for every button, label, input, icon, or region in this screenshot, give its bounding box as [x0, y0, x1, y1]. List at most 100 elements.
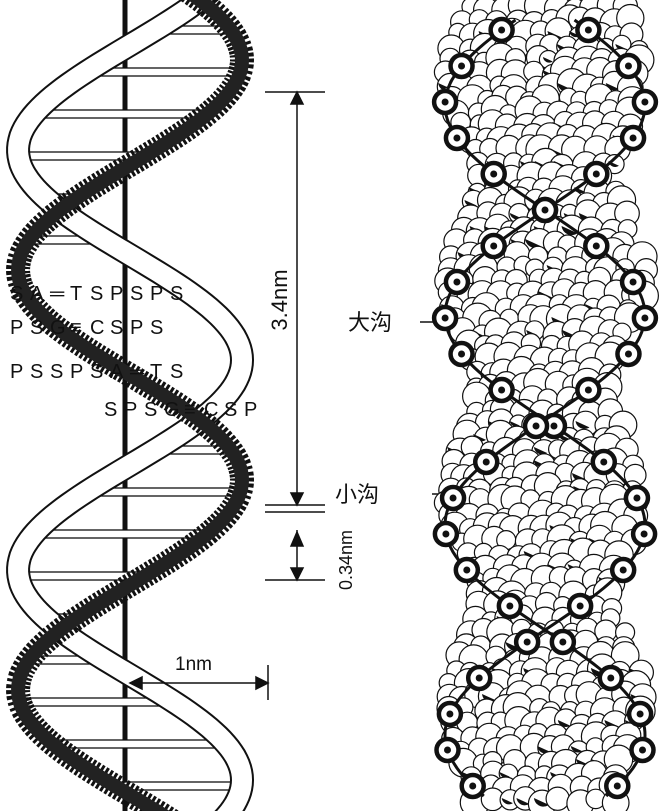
atom-shadow	[570, 746, 583, 753]
phosphate-center	[619, 566, 627, 574]
phosphate-center	[624, 350, 632, 358]
base-letter: T	[70, 283, 82, 305]
phosphate-center	[600, 458, 608, 466]
atom-shadow	[542, 57, 553, 63]
phosphate-center	[592, 170, 600, 178]
phosphate-center	[629, 278, 637, 286]
light-strand	[8, 0, 253, 811]
phosphate-center	[506, 602, 514, 610]
base-letter: ═	[49, 283, 65, 305]
phosphate-center	[559, 638, 567, 646]
phosphate-center	[584, 386, 592, 394]
phosphate-center	[532, 422, 540, 430]
phosphate-center	[641, 314, 649, 322]
phosphate-center	[576, 602, 584, 610]
base-letter: P	[70, 361, 83, 383]
base-letter: S	[110, 317, 123, 339]
base-letter: C	[90, 317, 104, 339]
base-letter: S	[150, 317, 163, 339]
phosphate-center	[629, 134, 637, 142]
atom-sphere	[545, 786, 570, 811]
phosphate-center	[498, 26, 506, 34]
dark-strand-core	[11, 0, 250, 811]
base-letter: S	[10, 283, 23, 305]
atom-shadow	[509, 421, 520, 427]
phosphate-center	[453, 278, 461, 286]
phosphate-center	[458, 350, 466, 358]
sugar-phosphate-backbones	[6, 0, 255, 811]
phosphate-center	[441, 98, 449, 106]
atom-shadow	[533, 798, 549, 807]
phosphate-center	[523, 638, 531, 646]
atom-shadow	[561, 226, 578, 236]
base-letter: G	[164, 399, 180, 421]
base-letter: G	[50, 317, 66, 339]
phosphate-center	[613, 782, 621, 790]
base-letter: S	[90, 283, 103, 305]
base-pair-rung	[33, 529, 209, 539]
base-letter: S	[90, 361, 103, 383]
phosphate-center	[463, 566, 471, 574]
minor-groove-label: 小沟	[335, 482, 379, 507]
phosphate-center	[469, 782, 477, 790]
phosphate-center	[498, 386, 506, 394]
base-letter: P	[130, 317, 143, 339]
phosphate-center	[584, 26, 592, 34]
base-pair-rung	[51, 739, 227, 749]
base-letter: A	[30, 283, 44, 305]
phosphate-center	[453, 134, 461, 142]
base-letter: S	[50, 361, 63, 383]
base-letter: S	[144, 399, 157, 421]
phosphate-center	[490, 242, 498, 250]
atom-shadow	[575, 421, 590, 429]
phosphate-center	[638, 746, 646, 754]
base-letter: P	[110, 283, 123, 305]
phosphate-center	[541, 206, 549, 214]
phosphate-center	[458, 62, 466, 70]
phosphate-center	[441, 314, 449, 322]
backbone-chain	[443, 18, 647, 798]
phosphate-center	[442, 530, 450, 538]
radius-label: 1nm	[175, 654, 212, 675]
base-letter: S	[130, 283, 143, 305]
base-letter: ═	[129, 361, 145, 383]
major-groove-label: 大沟	[348, 310, 392, 335]
pitch-label: 3.4nm	[267, 269, 292, 330]
base-letter: S	[104, 399, 117, 421]
phosphate-center	[633, 494, 641, 502]
phosphate-center	[475, 674, 483, 682]
base-letter: C	[204, 399, 218, 421]
phosphate-center	[640, 530, 648, 538]
base-letter: S	[224, 399, 237, 421]
backbone-chain	[443, 18, 647, 798]
phosphate-center	[624, 62, 632, 70]
base-letter: P	[150, 283, 163, 305]
base-letter: T	[150, 361, 162, 383]
base-letter: P	[10, 361, 23, 383]
base-letter: S	[170, 361, 183, 383]
phosphate-center	[636, 710, 644, 718]
base-pair-rung	[33, 109, 209, 119]
phosphate-center	[444, 746, 452, 754]
base-letter: P	[124, 399, 137, 421]
phosphate-center	[550, 422, 558, 430]
atom-shadow	[516, 798, 530, 806]
atom-shadow	[533, 447, 548, 455]
dimension-annotations	[128, 90, 478, 700]
phosphate-center	[607, 674, 615, 682]
atom-shadow	[499, 772, 510, 778]
base-letter: P	[10, 317, 23, 339]
rise-label: 0.34nm	[336, 530, 356, 590]
base-letter: ≡	[70, 317, 82, 339]
atom-shadow	[525, 239, 541, 248]
phosphate-center	[641, 98, 649, 106]
phosphate-center	[482, 458, 490, 466]
atom-shadow	[501, 798, 513, 805]
phosphate-center	[592, 242, 600, 250]
base-letter: A	[110, 361, 124, 383]
space-filling-model	[431, 0, 659, 811]
base-letter: ≡	[184, 399, 196, 421]
